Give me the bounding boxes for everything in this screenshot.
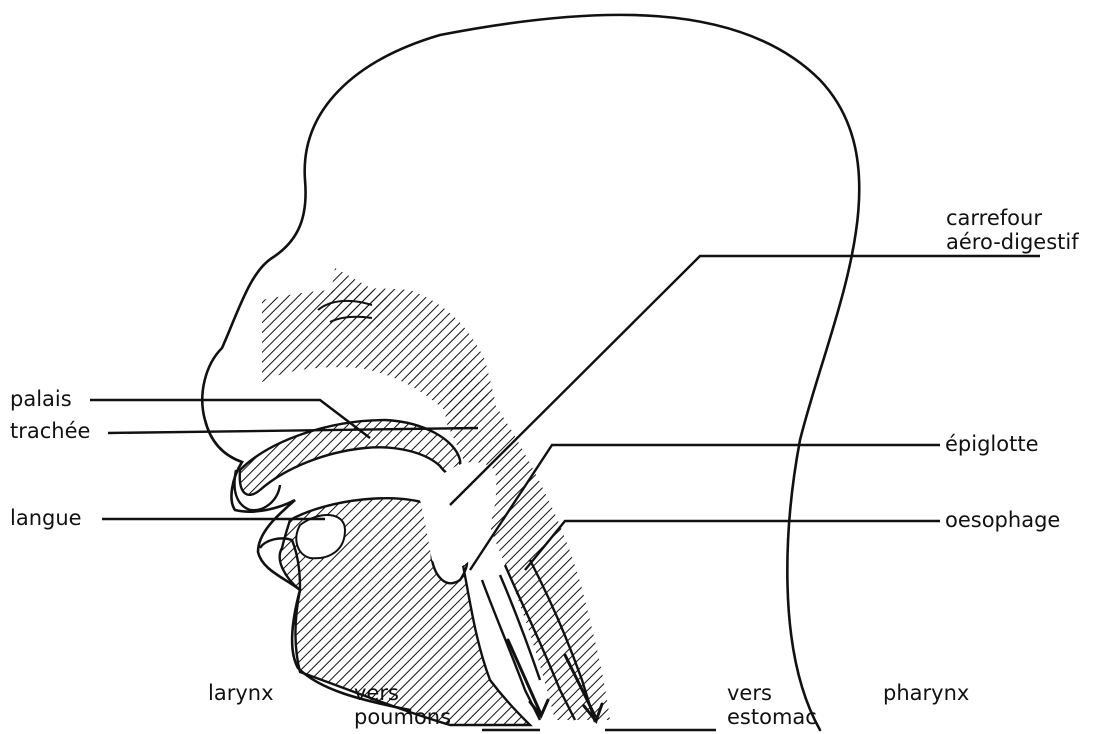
label-carrefour-line1: carrefour <box>946 206 1042 230</box>
label-vers-estomac-line2: estomac <box>727 705 817 729</box>
airway-cavity <box>420 462 496 570</box>
label-palais: palais <box>10 387 72 411</box>
label-vers-estomac-line1: vers <box>727 681 772 705</box>
label-oesophage: oesophage <box>945 508 1060 532</box>
label-pharynx: pharynx <box>883 681 969 705</box>
leader-oesophage <box>525 521 940 570</box>
label-trachee: trachée <box>10 419 90 443</box>
label-epiglotte: épiglotte <box>945 432 1039 456</box>
label-vers-poumons-line1: vers <box>354 681 399 705</box>
label-vers-poumons-line2: poumons <box>354 705 451 729</box>
label-langue: langue <box>10 506 82 530</box>
label-carrefour-line2: aéro-digestif <box>946 230 1079 254</box>
label-larynx: larynx <box>208 681 274 705</box>
